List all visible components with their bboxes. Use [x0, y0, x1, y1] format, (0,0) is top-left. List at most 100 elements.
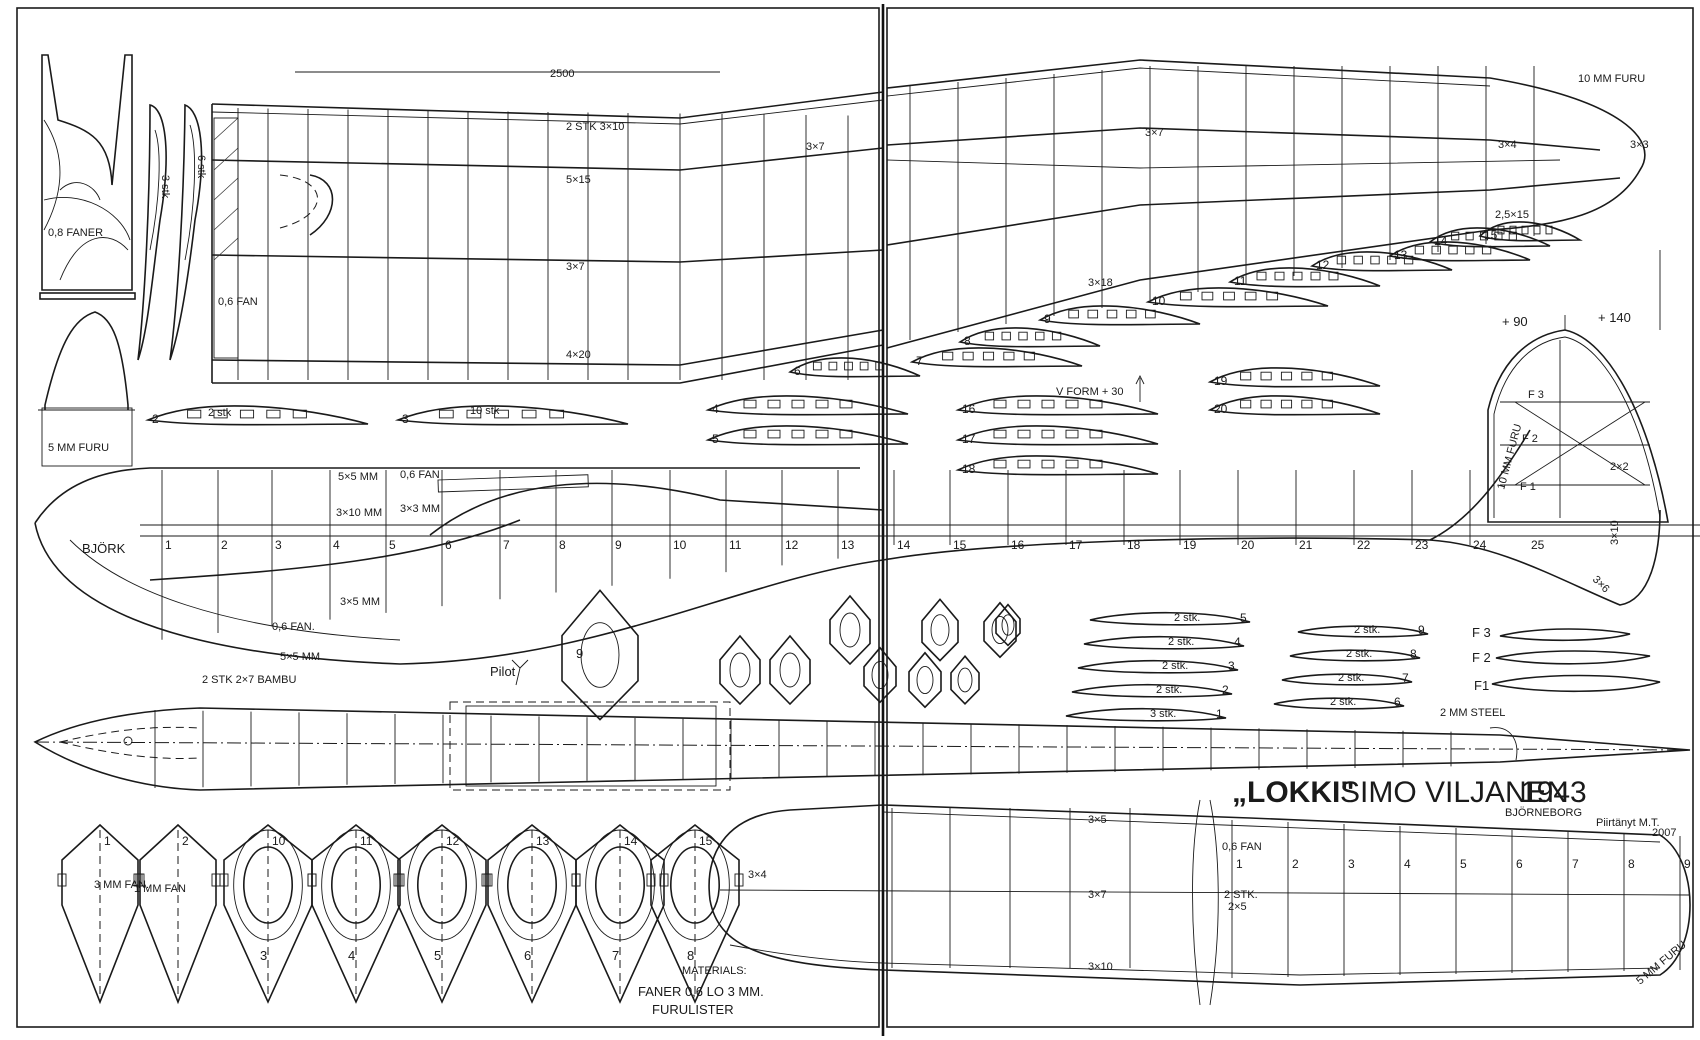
mid-former-hole [991, 615, 1009, 645]
frame-number: 20 [1241, 538, 1255, 552]
stringer-b: 3×3 MM [400, 503, 440, 515]
fuselage-top: 2 MM STEEL [33, 701, 1691, 791]
rudder-f2: F 2 [1522, 433, 1538, 445]
airfoil-rib-number: 16 [962, 402, 976, 416]
airfoil-rib-number: 5 [712, 432, 719, 446]
rib-lightening-hole [1403, 255, 1414, 265]
frame-number: 25 [1531, 538, 1545, 552]
stab-stk-dim: 2×5 [1228, 901, 1247, 913]
frame-number: 17 [1069, 538, 1083, 552]
rib-lightening-hole [1145, 309, 1156, 319]
rib-lightening-hole [187, 409, 202, 419]
former-9-num: 9 [576, 646, 583, 661]
rib-lightening-hole [1292, 271, 1303, 281]
airfoil-rib [705, 425, 909, 446]
frame-number: 16 [1011, 538, 1025, 552]
former-number-bottom: 7 [612, 948, 619, 963]
tip-ribs [909, 66, 1535, 340]
frame-number: 12 [785, 538, 799, 552]
airfoil-rib [788, 357, 921, 378]
former-number-top: 11 [360, 834, 373, 848]
former-number-top: 10 [272, 834, 286, 848]
tip-material: 10 MM FURU [1578, 73, 1645, 85]
rib-lightening-hole [1041, 459, 1055, 469]
stab-spar-c: 3×10 [1088, 961, 1113, 973]
frame-number: 19 [1183, 538, 1197, 552]
airfoil-rib-number: 19 [1214, 374, 1228, 388]
rib-lightening-hole [1431, 245, 1441, 255]
rib-lightening-hole [844, 361, 853, 371]
rib-lightening-hole [1545, 225, 1553, 235]
rib-lightening-hole [791, 429, 805, 439]
airfoil-rib-number: 7 [916, 354, 923, 368]
rib-lightening-hole [812, 361, 822, 371]
rib-lightening-hole [1065, 459, 1079, 469]
frame-number: 22 [1357, 538, 1371, 552]
frame-number: 23 [1415, 538, 1429, 552]
rib-lightening-hole [1065, 429, 1079, 439]
airfoil-rib [955, 425, 1159, 446]
rib-lightening-hole [1353, 255, 1363, 265]
former-number-top: 13 [536, 834, 550, 848]
rib-lightening-hole [962, 351, 974, 361]
small-ribs-group-b: 2 stk.92 stk.82 stk.72 stk.6 [1273, 623, 1429, 710]
rib-lightening-hole [859, 361, 869, 371]
nose-material: BJÖRK [82, 541, 126, 556]
airfoil-rib [955, 455, 1159, 476]
small-rib-number: 1 [1216, 707, 1223, 721]
stab-ribs: F 3 F 2 F1 [1472, 625, 1661, 693]
rib-lightening-hole [1065, 399, 1079, 409]
stab-rib-number: 1 [1236, 857, 1243, 871]
airfoil-rib-number: 11 [1234, 274, 1247, 288]
stab-rib-number: 8 [1628, 857, 1635, 871]
rudder-spar: 2×2 [1610, 461, 1629, 473]
former-notch [734, 873, 744, 887]
wing-span-label: 2500 [550, 68, 574, 80]
rib-lightening-hole [1321, 371, 1333, 381]
rib-lightening-hole [1280, 371, 1293, 381]
mid-formers [561, 589, 1021, 721]
mid-former [908, 651, 942, 709]
former-notch [646, 873, 656, 887]
rib-lightening-hole [815, 399, 829, 409]
wing-tip-plan: 3×7 3×4 3×3 2,5×15 3×18 10 MM FURU [886, 59, 1649, 349]
rib-lightening-hole [1051, 331, 1062, 341]
rib-lightening-hole [1256, 271, 1267, 281]
rib-lightening-hole [1035, 331, 1045, 341]
mid-former-hole [957, 667, 973, 693]
stab-rib-number: 2 [1292, 857, 1299, 871]
frame-number: 21 [1299, 538, 1313, 552]
rib-lightening-hole [1260, 371, 1272, 381]
former-number-bottom: 3 [260, 948, 267, 963]
small-rib-number: 2 [1222, 683, 1229, 697]
longeron-label: 5×5 MM [280, 651, 320, 663]
airfoil-rib [1428, 227, 1551, 248]
rib-lightening-hole [1451, 231, 1460, 241]
spar-top-label: 2 STK 3×10 [566, 121, 624, 133]
rib-lightening-hole [1087, 309, 1099, 319]
svg-text:„LOKKI": „LOKKI" [1232, 776, 1355, 809]
fin-stringer: 3×10 [1609, 520, 1621, 545]
rib-lightening-hole [1068, 309, 1079, 319]
rib-lightening-hole [982, 351, 995, 361]
rib-lightening-hole [1018, 331, 1028, 341]
rib-lightening-hole [1003, 351, 1015, 361]
stab-spar-a: 3×5 [1088, 814, 1107, 826]
steel-label: 2 MM STEEL [1440, 707, 1505, 719]
frame-number: 4 [333, 538, 340, 552]
tip-spar-a: 3×7 [1145, 127, 1164, 139]
materials-note: MATERIALS: FANER 0,6 LO 3 MM. FURULISTER [638, 965, 764, 1017]
former-notch [135, 873, 145, 887]
airfoil-rib [1207, 367, 1381, 388]
small-rib-label: 2 stk. [1156, 684, 1182, 696]
airfoil-rib [144, 405, 369, 426]
rib-lightening-hole [815, 429, 829, 439]
former-number-top: 15 [699, 834, 713, 848]
rudder-dim-b: + 140 [1598, 310, 1631, 325]
small-rib-b [1289, 649, 1421, 662]
stab-rib-number: 4 [1404, 857, 1411, 871]
frame-number: 11 [729, 538, 742, 552]
frame-number: 8 [559, 538, 566, 552]
mid-former [719, 634, 761, 706]
airfoil-rib-number: 2 [152, 412, 159, 426]
